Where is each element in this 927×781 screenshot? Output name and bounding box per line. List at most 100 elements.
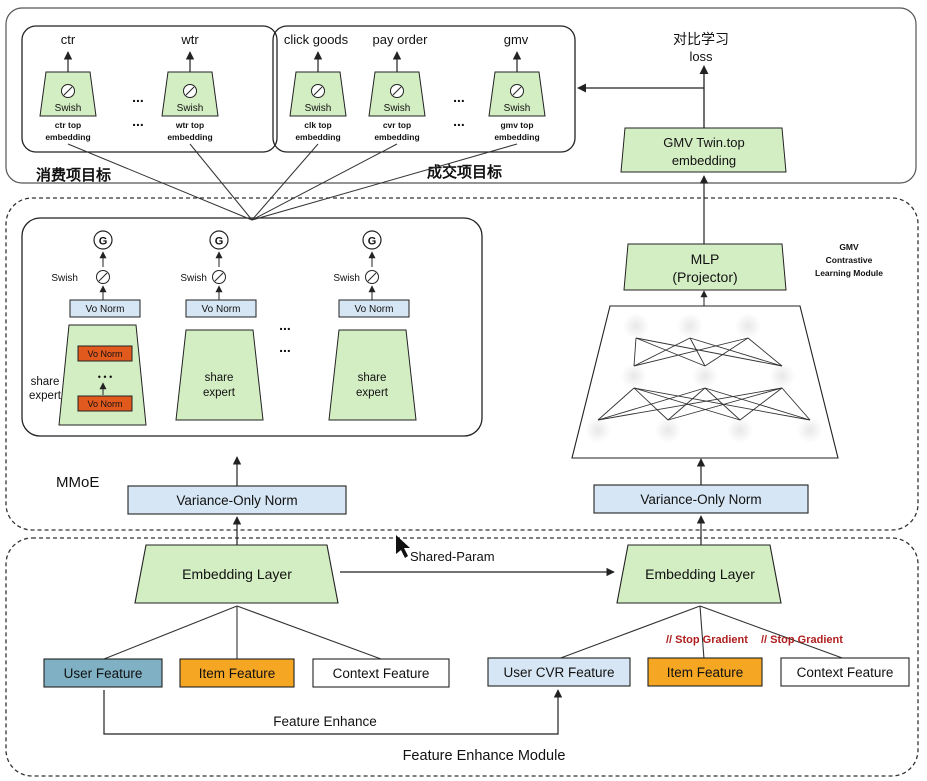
consumption-tower-group [21, 25, 278, 153]
variance-norm-left-label: Variance-Only Norm [176, 493, 297, 508]
module-title-3: Learning Module [815, 268, 883, 278]
context-feature-left: Context Feature [312, 658, 450, 688]
cursor-icon [396, 535, 410, 558]
expert-label: share [205, 372, 234, 384]
transaction-tower-group [272, 25, 576, 153]
embedding-layer-right-label: Embedding Layer [645, 566, 755, 582]
feature-enhance-path [103, 689, 563, 735]
tower-ctr: ctr Swish ctr top embedding [39, 32, 97, 142]
contrastive-loss-label: 对比学习 [673, 31, 729, 47]
mlp-label: MLP [691, 251, 720, 267]
expert-label-2: expert [29, 390, 62, 402]
tower-output-label: ctr [61, 32, 76, 47]
module-title-2: Contrastive [826, 255, 873, 265]
expert-label: share [358, 372, 387, 384]
variance-norm-right-label: Variance-Only Norm [640, 492, 761, 507]
embedding-label: clk top [304, 120, 331, 130]
embedding-label: wtr top [175, 120, 204, 130]
tower-output-label: pay order [373, 32, 429, 47]
context-feature-label: Context Feature [333, 666, 430, 681]
embedding-label-2: embedding [494, 132, 539, 142]
user-cvr-feature-right: User CVR Feature [487, 657, 631, 687]
tower-gmv: gmv Swish gmv top embedding [488, 32, 546, 142]
swish-label: Swish [51, 273, 78, 284]
embedding-label: ctr top [55, 120, 81, 130]
swish-label: Swish [177, 103, 204, 114]
variance-norm-left: Variance-Only Norm [127, 485, 347, 515]
tower-wtr: wtr Swish wtr top embedding [161, 32, 219, 142]
inner-norm-label: Vo Norm [87, 349, 122, 359]
gmv-twin-line1: GMV Twin.top [663, 135, 744, 150]
swish-label: Swish [333, 273, 360, 284]
feature-lines [103, 605, 846, 660]
expert-3: G Swish Vo Norm share expert [328, 230, 417, 421]
module-title-1: GMV [839, 242, 859, 252]
embedding-label-2: embedding [45, 132, 90, 142]
user-feature-label: User Feature [64, 666, 143, 681]
tower-click-goods: click goods Swish clk top embedding [284, 32, 349, 142]
neural-network [571, 290, 839, 459]
variance-norm-right: Variance-Only Norm [593, 484, 809, 514]
gate-label: G [368, 236, 377, 248]
feature-enhance-module-label: Feature Enhance Module [403, 748, 566, 764]
swish-label: Swish [180, 273, 207, 284]
gate-icon [93, 230, 113, 250]
gate-icon [362, 230, 382, 250]
embedding-label: gmv top [500, 120, 533, 130]
stop-gradient-label-2: // Stop Gradient [761, 634, 843, 646]
bottom-region [5, 537, 919, 777]
connection-lines [67, 143, 518, 221]
ellipsis: ... [453, 89, 465, 105]
expert-label: share [31, 376, 60, 388]
item-feature-right-label: Item Feature [667, 665, 744, 680]
expert-label-2: expert [356, 387, 389, 399]
gate-label: G [215, 236, 224, 248]
feature-enhance-label: Feature Enhance [273, 714, 377, 729]
embedding-label-2: embedding [295, 132, 340, 142]
user-feature-left: User Feature [43, 658, 163, 688]
inner-norm-label: Vo Norm [87, 399, 122, 409]
context-feature-right-label: Context Feature [797, 665, 894, 680]
top-region [5, 7, 917, 184]
shared-param-label: Shared-Param [410, 549, 495, 564]
consumption-targets-label: 消费项目标 [36, 166, 111, 184]
ellipsis: ... [279, 339, 291, 355]
item-feature-label: Item Feature [199, 666, 276, 681]
gate-label: G [99, 236, 108, 248]
item-feature-right: Item Feature [647, 657, 763, 687]
swish-label: Swish [384, 103, 411, 114]
user-cvr-feature-label: User CVR Feature [503, 665, 614, 680]
projector-label: (Projector) [672, 269, 737, 285]
embedding-label: cvr top [383, 120, 411, 130]
inner-dots: • • • [98, 372, 112, 382]
embedding-label-2: embedding [374, 132, 419, 142]
vo-norm-label: Vo Norm [86, 304, 125, 315]
ellipsis: ... [453, 113, 465, 129]
swish-label: Swish [55, 103, 82, 114]
mmoe-label: MMoE [56, 474, 99, 491]
vo-norm-label: Vo Norm [355, 304, 394, 315]
ellipsis: ... [132, 89, 144, 105]
context-feature-right: Context Feature [780, 657, 910, 687]
gmv-twin-embedding: GMV Twin.top embedding [620, 127, 787, 173]
expert-1: G Swish Vo Norm Vo Norm • • • Vo Norm sh… [29, 230, 147, 426]
swish-label: Swish [504, 103, 531, 114]
mlp-projector: MLP (Projector) [623, 243, 787, 291]
mmoe-box [21, 217, 483, 437]
embedding-label-2: embedding [167, 132, 212, 142]
contrastive-loss-label-2: loss [689, 49, 713, 64]
embedding-layer-right: Embedding Layer [616, 544, 782, 604]
expert-label-2: expert [203, 387, 236, 399]
tower-output-label: wtr [180, 32, 199, 47]
embedding-layer-left-label: Embedding Layer [182, 566, 292, 582]
tower-output-label: click goods [284, 32, 349, 47]
gate-icon [209, 230, 229, 250]
stop-gradient-label-1: // Stop Gradient [666, 634, 748, 646]
tower-pay-order: pay order Swish cvr top embedding [368, 32, 429, 142]
embedding-layer-left: Embedding Layer [134, 544, 339, 604]
transaction-targets-label: 成交项目标 [427, 163, 502, 181]
swish-label: Swish [305, 103, 332, 114]
vo-norm-label: Vo Norm [202, 304, 241, 315]
